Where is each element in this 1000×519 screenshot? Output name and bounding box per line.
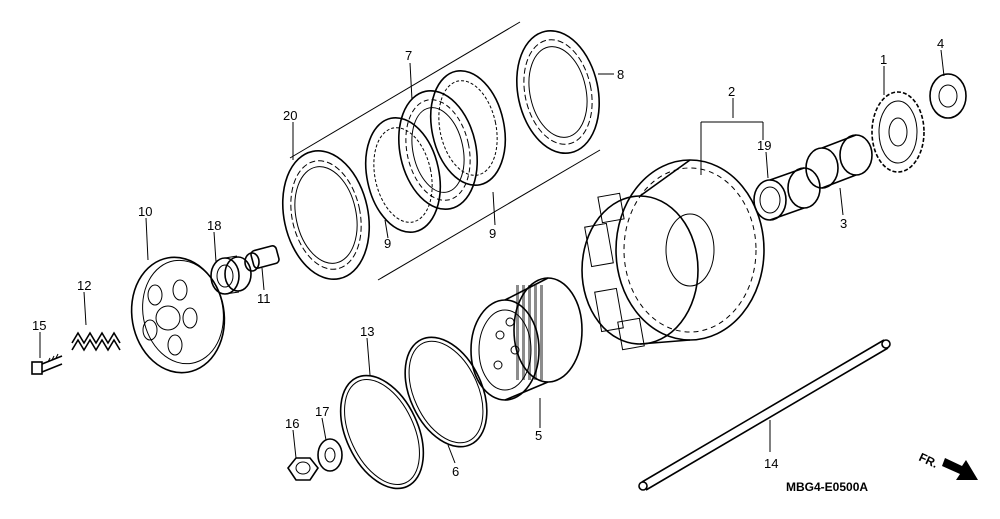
gear-1 bbox=[871, 91, 925, 173]
callout-7: 7 bbox=[405, 48, 412, 63]
front-direction-indicator: FR. bbox=[917, 450, 978, 480]
pressure-plate-10 bbox=[130, 256, 226, 374]
washer-17 bbox=[317, 438, 343, 472]
o-ring-13 bbox=[339, 374, 425, 490]
lifter-piece-11 bbox=[244, 245, 280, 272]
nut-16 bbox=[287, 457, 319, 481]
callout-4: 4 bbox=[937, 36, 944, 51]
push-rod-14 bbox=[638, 339, 891, 491]
callout-20: 20 bbox=[283, 108, 297, 123]
clutch-plate-9a bbox=[364, 116, 442, 234]
spring-12 bbox=[71, 331, 121, 352]
disc-stack-outline bbox=[289, 21, 601, 281]
clutch-plate-9b bbox=[429, 69, 507, 187]
callout-10: 10 bbox=[138, 204, 152, 219]
callout-16: 16 bbox=[285, 416, 299, 431]
diagram-code: MBG4-E0500A bbox=[786, 480, 868, 494]
o-ring-6 bbox=[404, 336, 488, 448]
callout-18: 18 bbox=[207, 218, 221, 233]
collar-3 bbox=[805, 134, 873, 189]
callout-15: 15 bbox=[32, 318, 46, 333]
fr-arrow-icon bbox=[942, 458, 978, 480]
bolt-15 bbox=[31, 353, 63, 375]
washer-4 bbox=[929, 73, 967, 119]
callout-1: 1 bbox=[880, 52, 887, 67]
callout-labels: 1 2 3 4 5 6 7 8 9 9 10 11 12 13 14 15 16… bbox=[32, 36, 944, 479]
callout-8: 8 bbox=[617, 67, 624, 82]
callout-9a: 9 bbox=[384, 236, 391, 251]
friction-disc-8 bbox=[516, 29, 600, 155]
callout-9b: 9 bbox=[489, 226, 496, 241]
needle-bearing-19 bbox=[753, 167, 821, 221]
leader-lines bbox=[39, 49, 945, 464]
fr-label: FR. bbox=[917, 450, 940, 471]
callout-17: 17 bbox=[315, 404, 329, 419]
callout-3: 3 bbox=[840, 216, 847, 231]
clutch-outer-2 bbox=[581, 159, 765, 351]
callout-12: 12 bbox=[77, 278, 91, 293]
callout-5: 5 bbox=[535, 428, 542, 443]
callout-2: 2 bbox=[728, 84, 735, 99]
callout-14: 14 bbox=[764, 456, 778, 471]
clutch-center-5 bbox=[470, 277, 583, 401]
callout-11: 11 bbox=[257, 291, 271, 306]
friction-disc-7 bbox=[397, 89, 479, 211]
callout-13: 13 bbox=[360, 324, 374, 339]
callout-19: 19 bbox=[757, 138, 771, 153]
bearing-18 bbox=[210, 255, 252, 295]
callout-6: 6 bbox=[452, 464, 459, 479]
clutch-disc-20 bbox=[281, 150, 371, 280]
